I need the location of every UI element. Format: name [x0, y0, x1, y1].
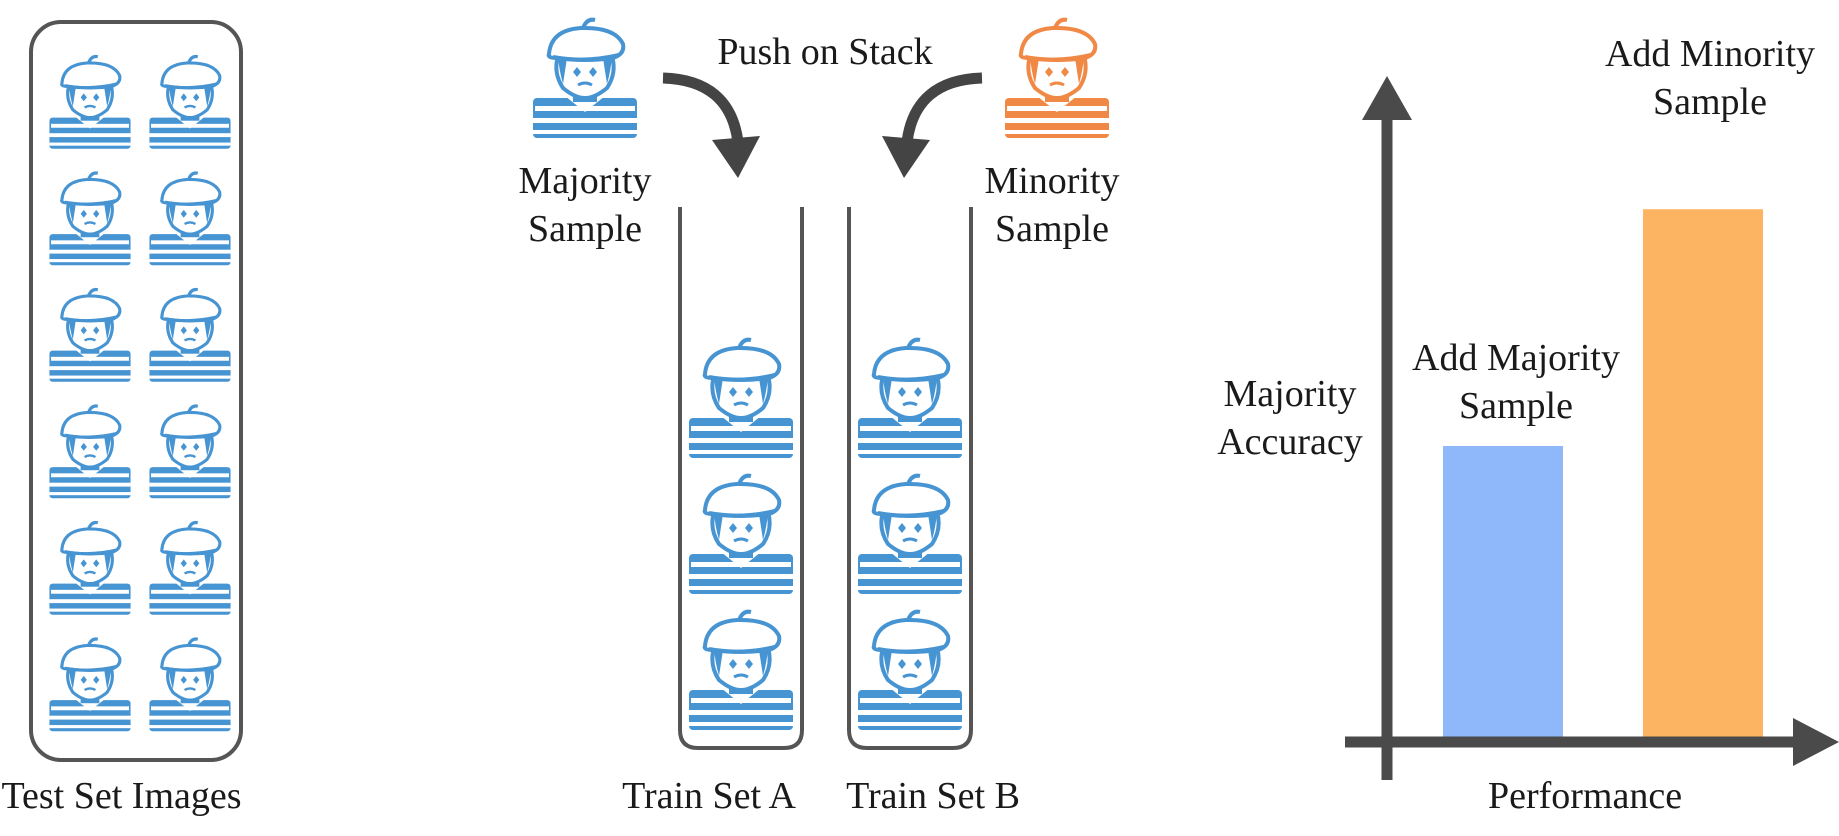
test-set-image-6 — [147, 287, 233, 384]
chart-ylabel: Majority Accuracy — [1195, 370, 1385, 466]
bar-label-minority-line-2: Sample — [1653, 81, 1767, 123]
bar-minority — [1643, 209, 1763, 742]
test-set-image-4 — [147, 171, 233, 267]
train-set-a-image-2 — [687, 473, 795, 596]
train-set-b-label: Train Set B — [846, 775, 1020, 817]
train-set-b-image-2 — [856, 473, 964, 596]
train-set-b-container — [847, 207, 973, 750]
chart-y-axis-arrowhead — [1362, 76, 1412, 120]
minority-sample-label-line-2: Sample — [995, 208, 1109, 250]
bar-label-majority: Add Majority Sample — [1400, 334, 1632, 430]
bar-label-majority-line-2: Sample — [1459, 385, 1573, 427]
push-on-stack-label: Push on Stack — [717, 31, 933, 73]
test-set-image-10 — [147, 520, 233, 617]
majority-sample-label-line-1: Majority — [518, 160, 652, 202]
bar-label-majority-line-1: Add Majority — [1412, 337, 1620, 379]
majority-sample-icon — [531, 17, 639, 140]
test-set-image-12 — [147, 637, 233, 733]
train-set-a-label: Train Set A — [622, 775, 796, 817]
push-arrow-a-head — [712, 136, 760, 178]
push-arrow-b-head — [882, 136, 930, 178]
train-set-b-image-3 — [856, 609, 964, 732]
chart-x-axis-arrowhead — [1793, 718, 1839, 766]
minority-sample-icon — [1003, 17, 1111, 140]
test-set-image-11 — [47, 637, 133, 733]
test-set-image-1 — [47, 54, 133, 151]
train-set-a-image-1 — [687, 337, 795, 460]
chart-ylabel-line-1: Majority — [1223, 373, 1357, 415]
push-arrow-a-shaft — [662, 72, 744, 143]
push-arrow-b-shaft — [901, 72, 983, 143]
train-set-b-image-1 — [856, 337, 964, 460]
test-set-image-5 — [47, 287, 133, 384]
chart-xlabel: Performance — [1487, 775, 1683, 817]
test-set-image-9 — [47, 520, 133, 617]
train-set-a-image-3 — [687, 609, 795, 732]
test-set-image-8 — [147, 404, 233, 500]
test-set-image-7 — [47, 404, 133, 500]
test-set-frame — [29, 20, 243, 762]
bar-majority — [1443, 446, 1563, 742]
test-set-label: Test Set Images — [1, 775, 242, 817]
test-set-image-3 — [47, 171, 133, 267]
bar-label-minority-line-1: Add Minority — [1604, 33, 1816, 75]
test-set-image-2 — [147, 54, 233, 151]
minority-sample-label-line-1: Minority — [984, 160, 1120, 202]
majority-sample-label: Majority Sample — [490, 157, 680, 253]
push-arrow-a — [662, 72, 760, 178]
majority-sample-label-line-2: Sample — [528, 208, 642, 250]
train-set-a-container — [678, 207, 804, 750]
bar-label-minority: Add Minority Sample — [1590, 30, 1830, 126]
chart-ylabel-line-2: Accuracy — [1217, 421, 1363, 463]
push-arrow-b — [882, 72, 983, 178]
minority-sample-label: Minority Sample — [957, 157, 1147, 253]
